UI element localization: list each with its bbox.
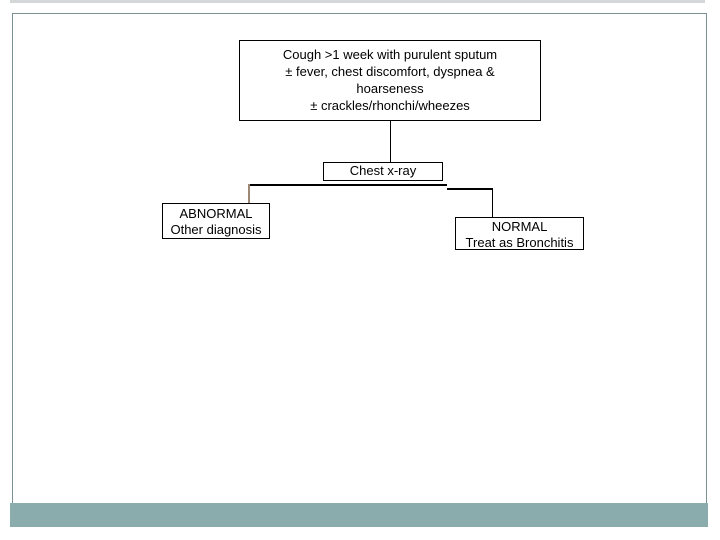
normal-line: NORMAL [491,219,548,234]
normal-line: Treat as Bronchitis [465,234,574,250]
abnormal-box: ABNORMAL Other diagnosis [162,203,270,239]
normal-box: NORMAL Treat as Bronchitis [455,217,584,250]
abnormal-line: Other diagnosis [170,222,262,237]
connector-to-abnormal [248,184,250,204]
abnormal-line: ABNORMAL [179,206,253,221]
symptoms-line: Cough >1 week with purulent sputum [282,47,498,62]
xray-box: Chest x-ray [323,162,443,181]
symptoms-line: ± fever, chest discomfort, dyspnea & [285,64,495,79]
connector-horizontal-right [447,188,492,190]
symptoms-line: hoarseness [356,81,424,96]
xray-label: Chest x-ray [349,163,417,178]
top-edge-strip [10,0,705,3]
bottom-accent-bar [10,503,708,527]
symptoms-box: Cough >1 week with purulent sputum ± fev… [239,40,541,121]
connector-to-normal [491,188,493,217]
symptoms-line: ± crackles/rhonchi/wheezes [310,98,470,113]
connector-symptoms-to-xray [389,121,391,162]
connector-horizontal-left [248,184,447,186]
